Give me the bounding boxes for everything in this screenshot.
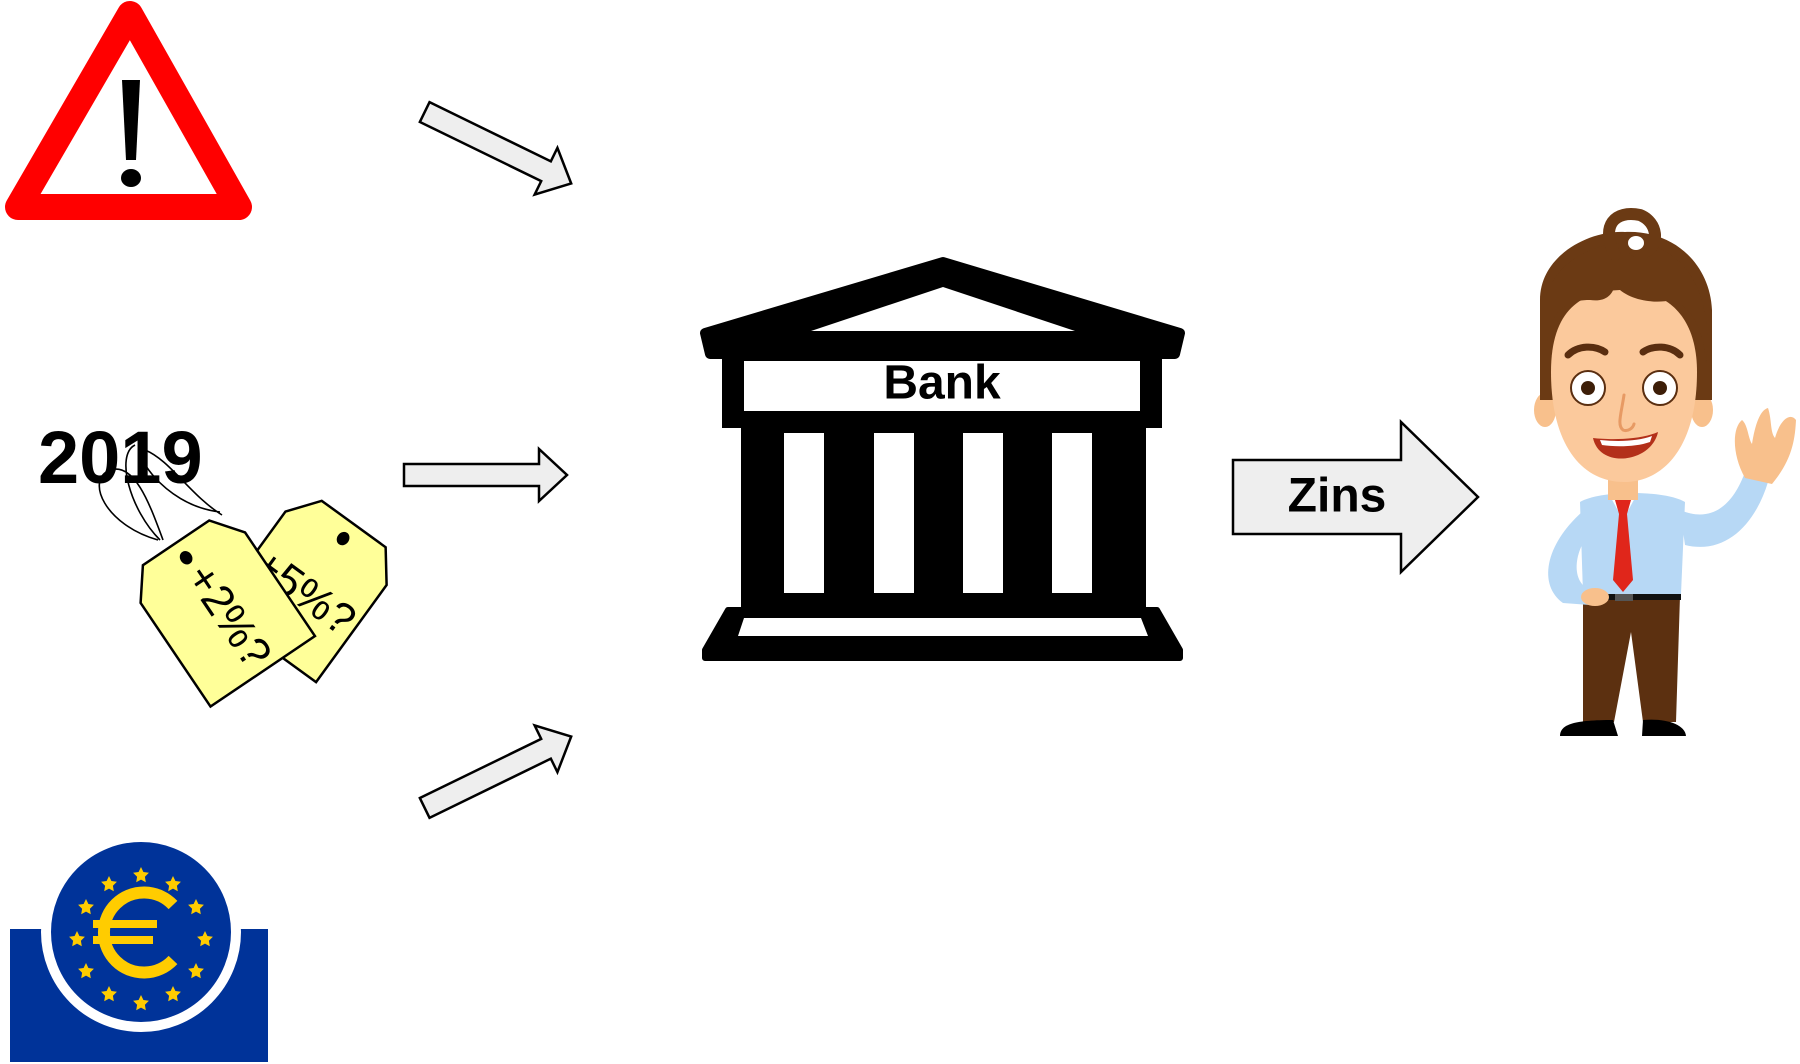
bank-building-icon: Bank	[700, 257, 1185, 661]
ecb-euro-logo-icon	[10, 832, 268, 1062]
tag-strings	[98, 444, 223, 541]
price-tag-2: +2%?	[139, 519, 317, 709]
bank-label: Bank	[883, 357, 1001, 410]
arrow-warning-to-bank	[418, 100, 573, 197]
eu-stars	[69, 867, 213, 1011]
price-increase-group: 2019 +5%? +2%?	[38, 416, 388, 709]
arrow-prices-to-bank	[402, 446, 569, 504]
warning-triangle-icon	[5, 1, 252, 220]
interest-arrow: Zins	[1231, 419, 1480, 575]
waving-businessman-icon	[1534, 208, 1796, 736]
euro-symbol	[93, 886, 178, 979]
year-label: 2019	[38, 416, 203, 499]
arrow-ecb-to-bank	[418, 723, 573, 820]
interest-label: Zins	[1288, 470, 1387, 523]
